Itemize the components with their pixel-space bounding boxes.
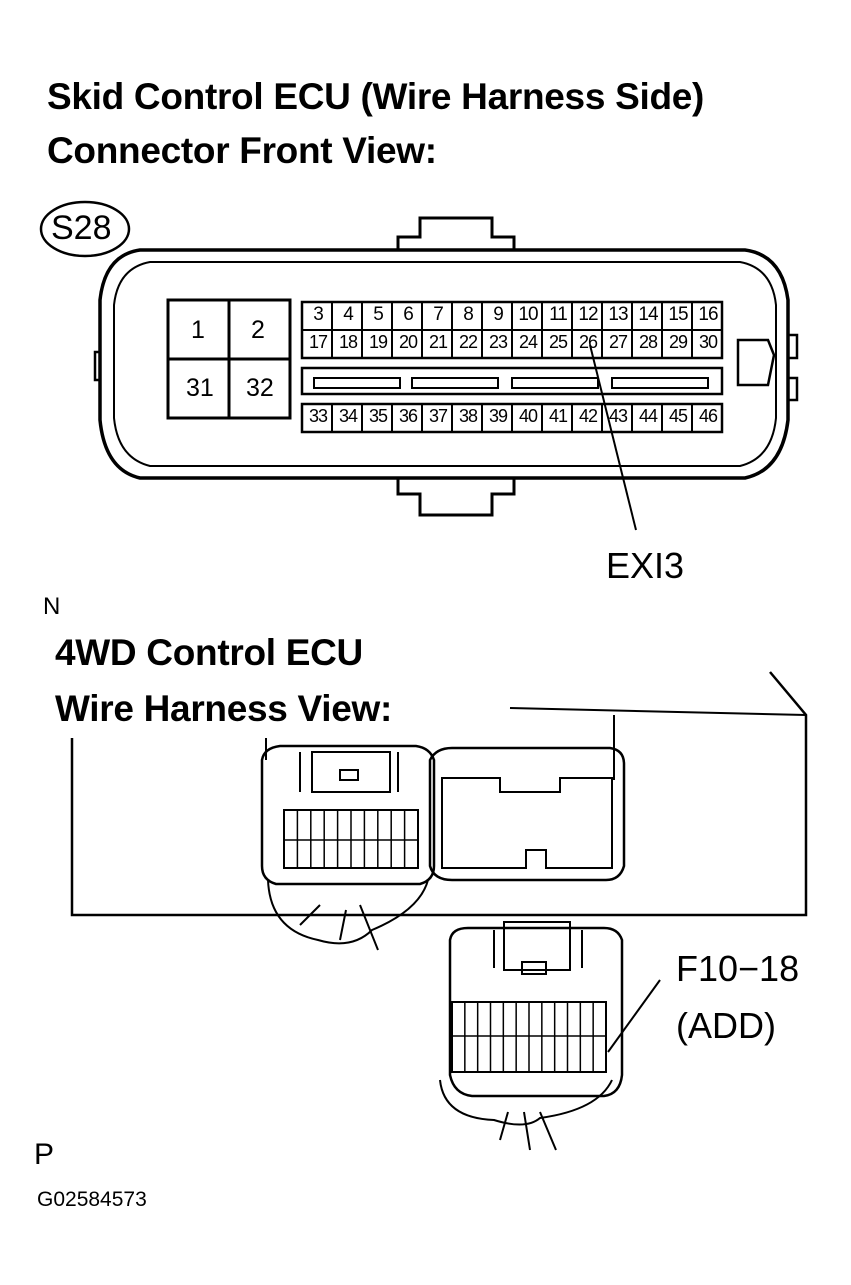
pin-label: 31: [186, 374, 214, 402]
pin-label: 39: [488, 406, 508, 426]
pin-label: 32: [246, 374, 274, 402]
callout-exi3: EXI3: [606, 545, 685, 586]
ecu-receptacle-right: [428, 746, 626, 882]
pin-label: 28: [638, 332, 658, 352]
pin-label: 2: [251, 316, 265, 344]
pin-label: 33: [308, 406, 328, 426]
figure-code: G02584573: [37, 1188, 147, 1211]
pin-label: 27: [608, 332, 628, 352]
pin-label: 16: [698, 304, 718, 325]
pin-label: 15: [668, 304, 688, 325]
pin-label: 3: [313, 304, 324, 325]
exi3-leader-line: [589, 344, 637, 531]
pin-label: 19: [368, 332, 388, 352]
callout-f10-18: F10−18: [676, 948, 800, 989]
pin-label: 1: [191, 316, 205, 344]
bottom-latch: [396, 478, 516, 517]
pin-label: 10: [518, 304, 538, 325]
pin-label: 26: [578, 332, 598, 352]
pin-label: 30: [698, 332, 718, 352]
pin-label: 6: [403, 304, 414, 325]
f10-leader-line: [607, 979, 661, 1053]
ecu-enclosure-outline: [70, 671, 808, 917]
pin-label: 38: [458, 406, 478, 426]
pin-label: 13: [608, 304, 628, 325]
pin-label: 25: [548, 332, 568, 352]
pin-label: 36: [398, 406, 418, 426]
middle-key-strip: [300, 366, 724, 396]
pin-label: 34: [338, 406, 358, 426]
wire-harness-view-title: Wire Harness View:: [55, 688, 393, 729]
pin-label: 42: [578, 406, 598, 426]
pin-label: 35: [368, 406, 388, 426]
pin-label: 29: [668, 332, 688, 352]
pin-label: 17: [308, 332, 328, 352]
pin-label: 37: [428, 406, 448, 426]
pin-label: 44: [638, 406, 658, 426]
pin-label: 9: [493, 304, 504, 325]
connector-outer-shell: [98, 248, 790, 480]
pin-label: 24: [518, 332, 538, 352]
connector-front-view-title: Connector Front View:: [47, 130, 437, 171]
marker-p: P: [34, 1138, 55, 1171]
pin-label: 43: [608, 406, 628, 426]
callout-add: (ADD): [676, 1005, 776, 1046]
connector-id-s28: S28: [51, 209, 112, 247]
top-latch: [396, 216, 516, 250]
ecu-connector-left: [260, 744, 436, 886]
pin-label: 46: [698, 406, 718, 426]
pin-label: 20: [398, 332, 418, 352]
harness-connector-f10: [448, 926, 624, 1098]
s28-oval: [39, 200, 131, 258]
pin-label: 23: [488, 332, 508, 352]
pin-label: 4: [343, 304, 354, 325]
pin-label: 41: [548, 406, 568, 426]
pin-label: 22: [458, 332, 478, 352]
pin-label: 5: [373, 304, 384, 325]
marker-n: N: [43, 593, 61, 620]
pin-label: 45: [668, 406, 688, 426]
pin-label: 8: [463, 304, 474, 325]
pin-label: 7: [433, 304, 444, 325]
pin-label: 21: [428, 332, 448, 352]
4wd-ecu-title: 4WD Control ECU: [55, 632, 363, 673]
pin-label: 40: [518, 406, 538, 426]
pin-label: 14: [638, 304, 658, 325]
pin-label: 11: [549, 304, 568, 325]
pin-label: 12: [578, 304, 598, 325]
skid-ecu-title: Skid Control ECU (Wire Harness Side): [47, 76, 705, 117]
pin-label: 18: [338, 332, 358, 352]
connector-inner-shell: [113, 261, 777, 467]
